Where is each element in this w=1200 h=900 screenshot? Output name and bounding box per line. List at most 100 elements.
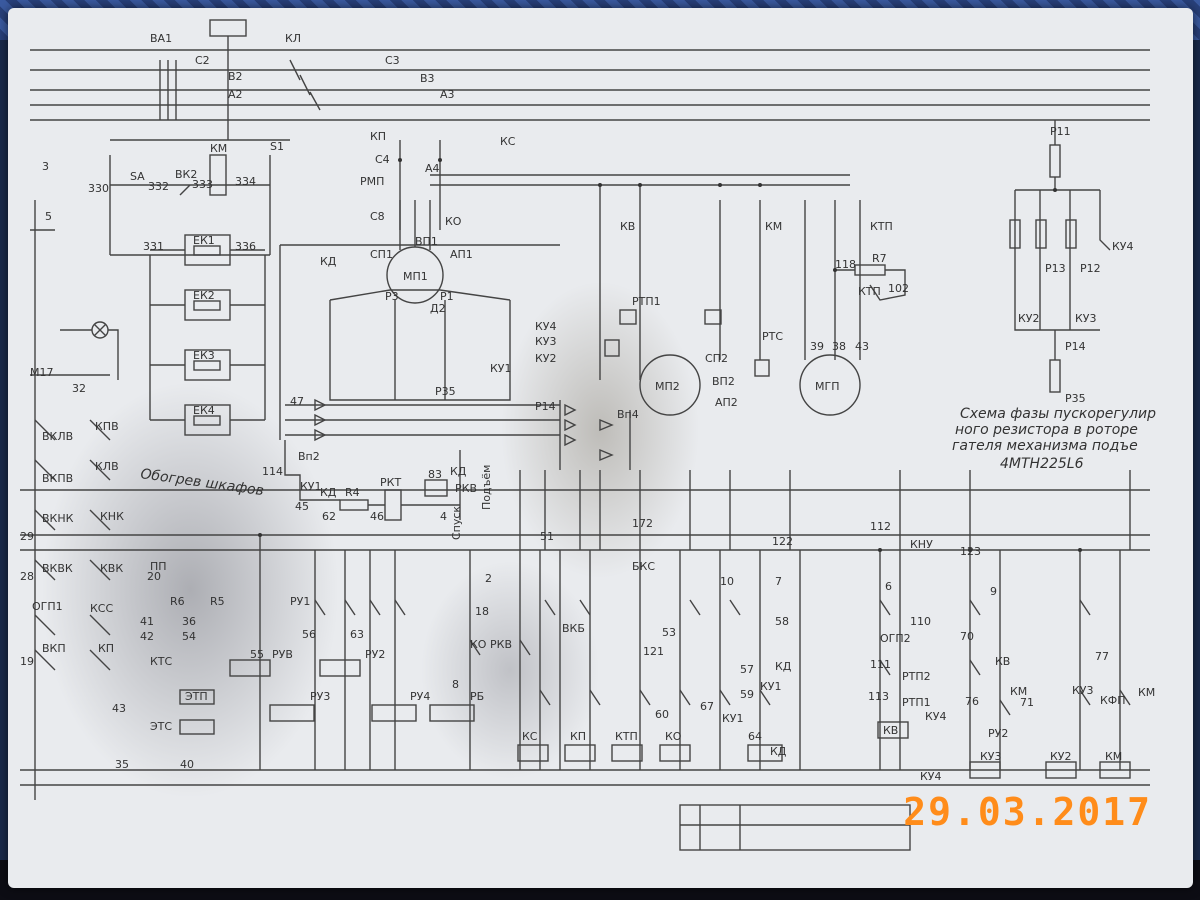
label-n123: 123: [960, 545, 981, 558]
photo-timestamp: 29.03.2017: [903, 790, 1152, 834]
label-rtc: РТС: [762, 330, 783, 343]
label-ku4b: КУ4: [920, 770, 942, 783]
label-ogp2: ОГП2: [880, 632, 911, 645]
label-a4: А4: [425, 162, 440, 175]
label-c3: С3: [385, 54, 400, 67]
label-ku3d: КУ3: [1075, 312, 1097, 325]
caption-line-4: 4МТН225L6: [1000, 456, 1084, 472]
label-vk2: ВК2: [175, 168, 197, 181]
label-sa: SA: [130, 170, 145, 183]
label-s1: S1: [270, 140, 284, 153]
label-n43b: 43: [112, 702, 126, 715]
label-n83: 83: [428, 468, 442, 481]
label-kv3: КВ: [883, 724, 898, 737]
label-rmp: РМП: [360, 175, 384, 188]
label-p3: Р3: [385, 290, 399, 303]
label-ktp2: КТП: [858, 285, 881, 298]
label-n46: 46: [370, 510, 384, 523]
label-knk: КНК: [100, 510, 124, 523]
label-ku4d: КУ4: [1112, 240, 1134, 253]
label-m17: М17: [30, 366, 54, 379]
label-klv2: КЛВ: [95, 460, 119, 473]
label-ktp: КТП: [870, 220, 893, 233]
label-n122: 122: [772, 535, 793, 548]
label-rkv2: РКВ: [490, 638, 512, 651]
label-n77: 77: [1095, 650, 1109, 663]
label-r5: R5: [210, 595, 225, 608]
label-km3: КМ: [1138, 686, 1155, 699]
label-p14b: Р14: [1065, 340, 1086, 353]
label-n76: 76: [965, 695, 979, 708]
label-ku1b: КУ1: [300, 480, 322, 493]
label-kp3: КП: [570, 730, 586, 743]
label-n35: 35: [115, 758, 129, 771]
label-n39: 39: [810, 340, 824, 353]
label-ku1d: КУ1: [722, 712, 744, 725]
label-rkv: РКВ: [455, 482, 477, 495]
label-n47: 47: [290, 395, 304, 408]
label-p35b: Р35: [1065, 392, 1086, 405]
label-n331: 331: [143, 240, 164, 253]
label-n336: 336: [235, 240, 256, 253]
label-ks2: КС: [522, 730, 538, 743]
label-n102: 102: [888, 282, 909, 295]
label-n70: 70: [960, 630, 974, 643]
label-vp2: ВП2: [712, 375, 735, 388]
label-n9: 9: [990, 585, 997, 598]
label-n113: 113: [868, 690, 889, 703]
label-kd4: КД: [770, 745, 787, 758]
label-n57: 57: [740, 663, 754, 676]
label-n55: 55: [250, 648, 264, 661]
label-ru1: РУ1: [290, 595, 310, 608]
label-v3: В3: [420, 72, 435, 85]
label-rtp1b: РТП1: [902, 696, 931, 709]
label-va1: ВА1: [150, 32, 172, 45]
label-ku1: КУ1: [490, 362, 512, 375]
label-kd2: КД: [320, 486, 337, 499]
label-n64: 64: [748, 730, 762, 743]
label-mp2: МП2: [655, 380, 680, 393]
label-ku2b: КУ2: [1050, 750, 1072, 763]
label-rtp2: РТП2: [902, 670, 931, 683]
label-p12: Р12: [1080, 262, 1101, 275]
label-n36: 36: [182, 615, 196, 628]
label-kss: КСС: [90, 602, 113, 615]
label-a2: А2: [228, 88, 243, 101]
label-n3: 3: [42, 160, 49, 173]
label-km2: КМ: [765, 220, 782, 233]
label-n53: 53: [662, 626, 676, 639]
label-etc: ЭТС: [150, 720, 172, 733]
label-n8: 8: [452, 678, 459, 691]
label-ap1: АП1: [450, 248, 473, 261]
label-n110: 110: [910, 615, 931, 628]
label-n40: 40: [180, 758, 194, 771]
label-ktp3: КТП: [615, 730, 638, 743]
label-n59: 59: [740, 688, 754, 701]
label-n38: 38: [832, 340, 846, 353]
label-n41: 41: [140, 615, 154, 628]
label-spusk: Спуск: [450, 506, 463, 540]
label-n118: 118: [835, 258, 856, 271]
label-sp2: СП2: [705, 352, 728, 365]
label-kl: КЛ: [285, 32, 301, 45]
label-pp: ПП: [150, 560, 167, 573]
label-kfp: КФП: [1100, 694, 1126, 707]
label-ktc: КТС: [150, 655, 173, 668]
label-n54: 54: [182, 630, 196, 643]
label-n32: 32: [72, 382, 86, 395]
label-kd3: КД: [450, 465, 467, 478]
label-n10: 10: [720, 575, 734, 588]
label-ogp1: ОГП1: [32, 600, 63, 613]
label-ku3b: КУ3: [1072, 684, 1094, 697]
label-sp1: СП1: [370, 248, 393, 261]
label-mgp: МГП: [815, 380, 839, 393]
label-p35: Р35: [435, 385, 456, 398]
label-kvk: КВК: [100, 562, 123, 575]
label-n51: 51: [540, 530, 554, 543]
label-n333: 333: [192, 178, 213, 191]
caption-line-3: гателя механизма подъе: [952, 438, 1138, 454]
schematic-paper: [8, 8, 1193, 888]
label-ku2c: КУ2: [1018, 312, 1040, 325]
label-ru4: РУ4: [410, 690, 430, 703]
